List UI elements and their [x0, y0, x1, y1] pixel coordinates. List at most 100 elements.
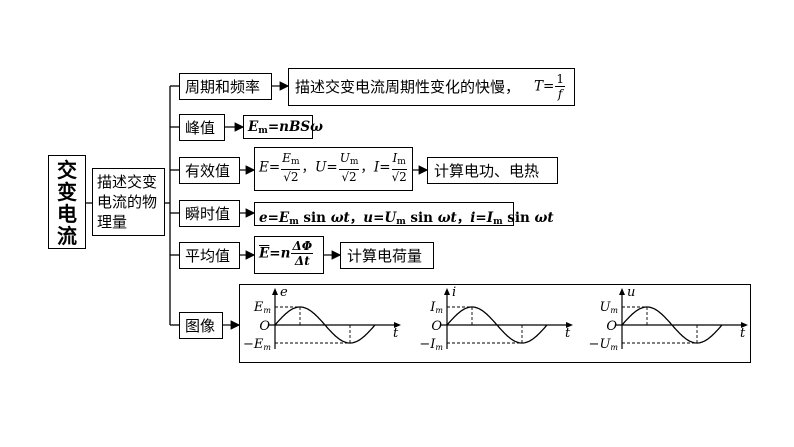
peak-sub: m [258, 126, 268, 136]
plot-1-x-arrow [394, 322, 401, 328]
plot-3-y-axis-label: u [627, 285, 635, 300]
avg-num: ΔΦ [291, 239, 314, 254]
average-result-node: 计算电荷量 [340, 242, 434, 269]
plot-2-neg-peak-label: −Im [419, 337, 443, 352]
plot-1-origin-label: O [259, 319, 270, 334]
eff-sqrt2-1: √2 [283, 170, 299, 184]
effective-node: 有效值 [179, 157, 240, 184]
eff-I: I [373, 159, 380, 176]
plot-1-sine-curve [274, 306, 376, 344]
eff-Um-sub: m [349, 157, 359, 167]
inst-eq1: = [267, 210, 279, 226]
plot-1-y-arrow [272, 288, 278, 295]
effective-result-text: 计算电功、电热 [434, 162, 540, 180]
avg-den: Δt [294, 254, 310, 268]
eff-eq2: = [326, 159, 338, 176]
mid-line-2: 电流的物 [97, 193, 158, 211]
eff-eq1: = [268, 159, 281, 176]
effective-label: 有效值 [185, 162, 231, 180]
inst-u: u [363, 210, 374, 226]
avg-eq: =n [269, 245, 291, 262]
inst-e: e [259, 210, 268, 226]
inst-wt2: ωt [437, 210, 457, 226]
instant-label: 瞬时值 [185, 205, 231, 223]
inst-i: i [470, 210, 476, 226]
instant-formula: e=Em sin ωt，u=Um sin ωt，i=Im sin ωt [259, 206, 554, 227]
plot-2-origin-label: O [431, 319, 442, 334]
peak-formula: Em=nBSω [248, 119, 323, 136]
eff-Im: I [392, 151, 398, 165]
peak-E: E [248, 119, 259, 135]
plot-1-x-axis-label: t [393, 326, 399, 341]
inst-sep1: ， [349, 210, 364, 226]
plot-2-x-arrow [566, 322, 573, 328]
eff-sqrt2-3: √2 [391, 170, 407, 184]
inst-wt3: ωt [534, 210, 554, 226]
period-frequency-node: 周期和频率 [179, 73, 272, 100]
root-label: 交变电流 [57, 158, 77, 248]
eff-sep2: ， [360, 159, 374, 176]
inst-eq3: = [475, 210, 487, 226]
inst-sin2: sin [405, 210, 438, 226]
eff-Um: U [339, 151, 350, 165]
inst-Im: I [486, 210, 494, 226]
inst-sep2: ， [456, 210, 471, 226]
eff-Em-sub: m [290, 157, 300, 167]
period-frequency-label: 周期和频率 [185, 78, 261, 96]
avg-Ebar: E [259, 245, 270, 262]
inst-sin1: sin [298, 210, 331, 226]
eff-U: U [314, 159, 327, 176]
plot-3-peak-label: Um [599, 300, 618, 315]
plot-3-x-arrow [741, 322, 748, 328]
plot-2-peak-label: Im [429, 300, 443, 315]
period-eq: = [543, 78, 555, 95]
period-T: T [534, 78, 544, 95]
instant-node: 瞬时值 [179, 200, 240, 227]
peak-label: 峰值 [185, 119, 216, 137]
peak-formula-node: Em=nBSω [243, 115, 323, 139]
eff-sep1: ， [301, 159, 315, 176]
plot-3-x-axis-label: t [740, 326, 746, 341]
plot-2-y-axis-label: i [452, 285, 456, 300]
period-den: f [557, 87, 563, 101]
eff-eq3: = [379, 159, 391, 176]
inst-sin3: sin [502, 210, 535, 226]
root-node: 交变电流 [48, 155, 86, 249]
plot-3-origin-label: O [606, 319, 617, 334]
plot-2-sine-curve [446, 306, 548, 344]
peak-rest: =nBSω [267, 119, 323, 135]
mid-line-3: 理量 [97, 213, 128, 231]
mid-node: 描述交变 电流的物 理量 [92, 168, 165, 236]
plot-1-y-axis-label: e [280, 285, 288, 300]
plot-2-x-axis-label: t [565, 326, 571, 341]
mid-line-1: 描述交变 [97, 173, 158, 191]
inst-eq2: = [373, 210, 385, 226]
peak-node: 峰值 [179, 114, 225, 141]
eff-Em: E [282, 151, 291, 165]
plot-1-neg-peak-label: −Em [243, 337, 271, 352]
graph-label: 图像 [185, 317, 216, 335]
inst-wt1: ωt [330, 210, 350, 226]
inst-Um: U [384, 210, 397, 226]
eff-sqrt2-2: √2 [341, 170, 357, 184]
graph-node: 图像 [179, 312, 223, 339]
period-num: 1 [555, 72, 565, 87]
inst-Em-sub: m [289, 217, 299, 227]
eff-E: E [259, 159, 269, 176]
effective-formula-node: E=Em√2，U=Um√2，I=Im√2 [254, 147, 413, 191]
plot-3-y-arrow [619, 288, 625, 295]
effective-formula: E=Em√2，U=Um√2，I=Im√2 [259, 152, 408, 184]
average-node: 平均值 [179, 242, 240, 269]
average-result-text: 计算电荷量 [347, 247, 423, 265]
plot-1-peak-label: Em [253, 300, 272, 315]
period-description-text: 描述交变电流周期性变化的快慢， [295, 78, 521, 96]
plot-3-sine-curve [621, 306, 723, 344]
average-label: 平均值 [185, 247, 231, 265]
instant-formula-node: e=Em sin ωt，u=Um sin ωt，i=Im sin ωt [254, 202, 554, 227]
